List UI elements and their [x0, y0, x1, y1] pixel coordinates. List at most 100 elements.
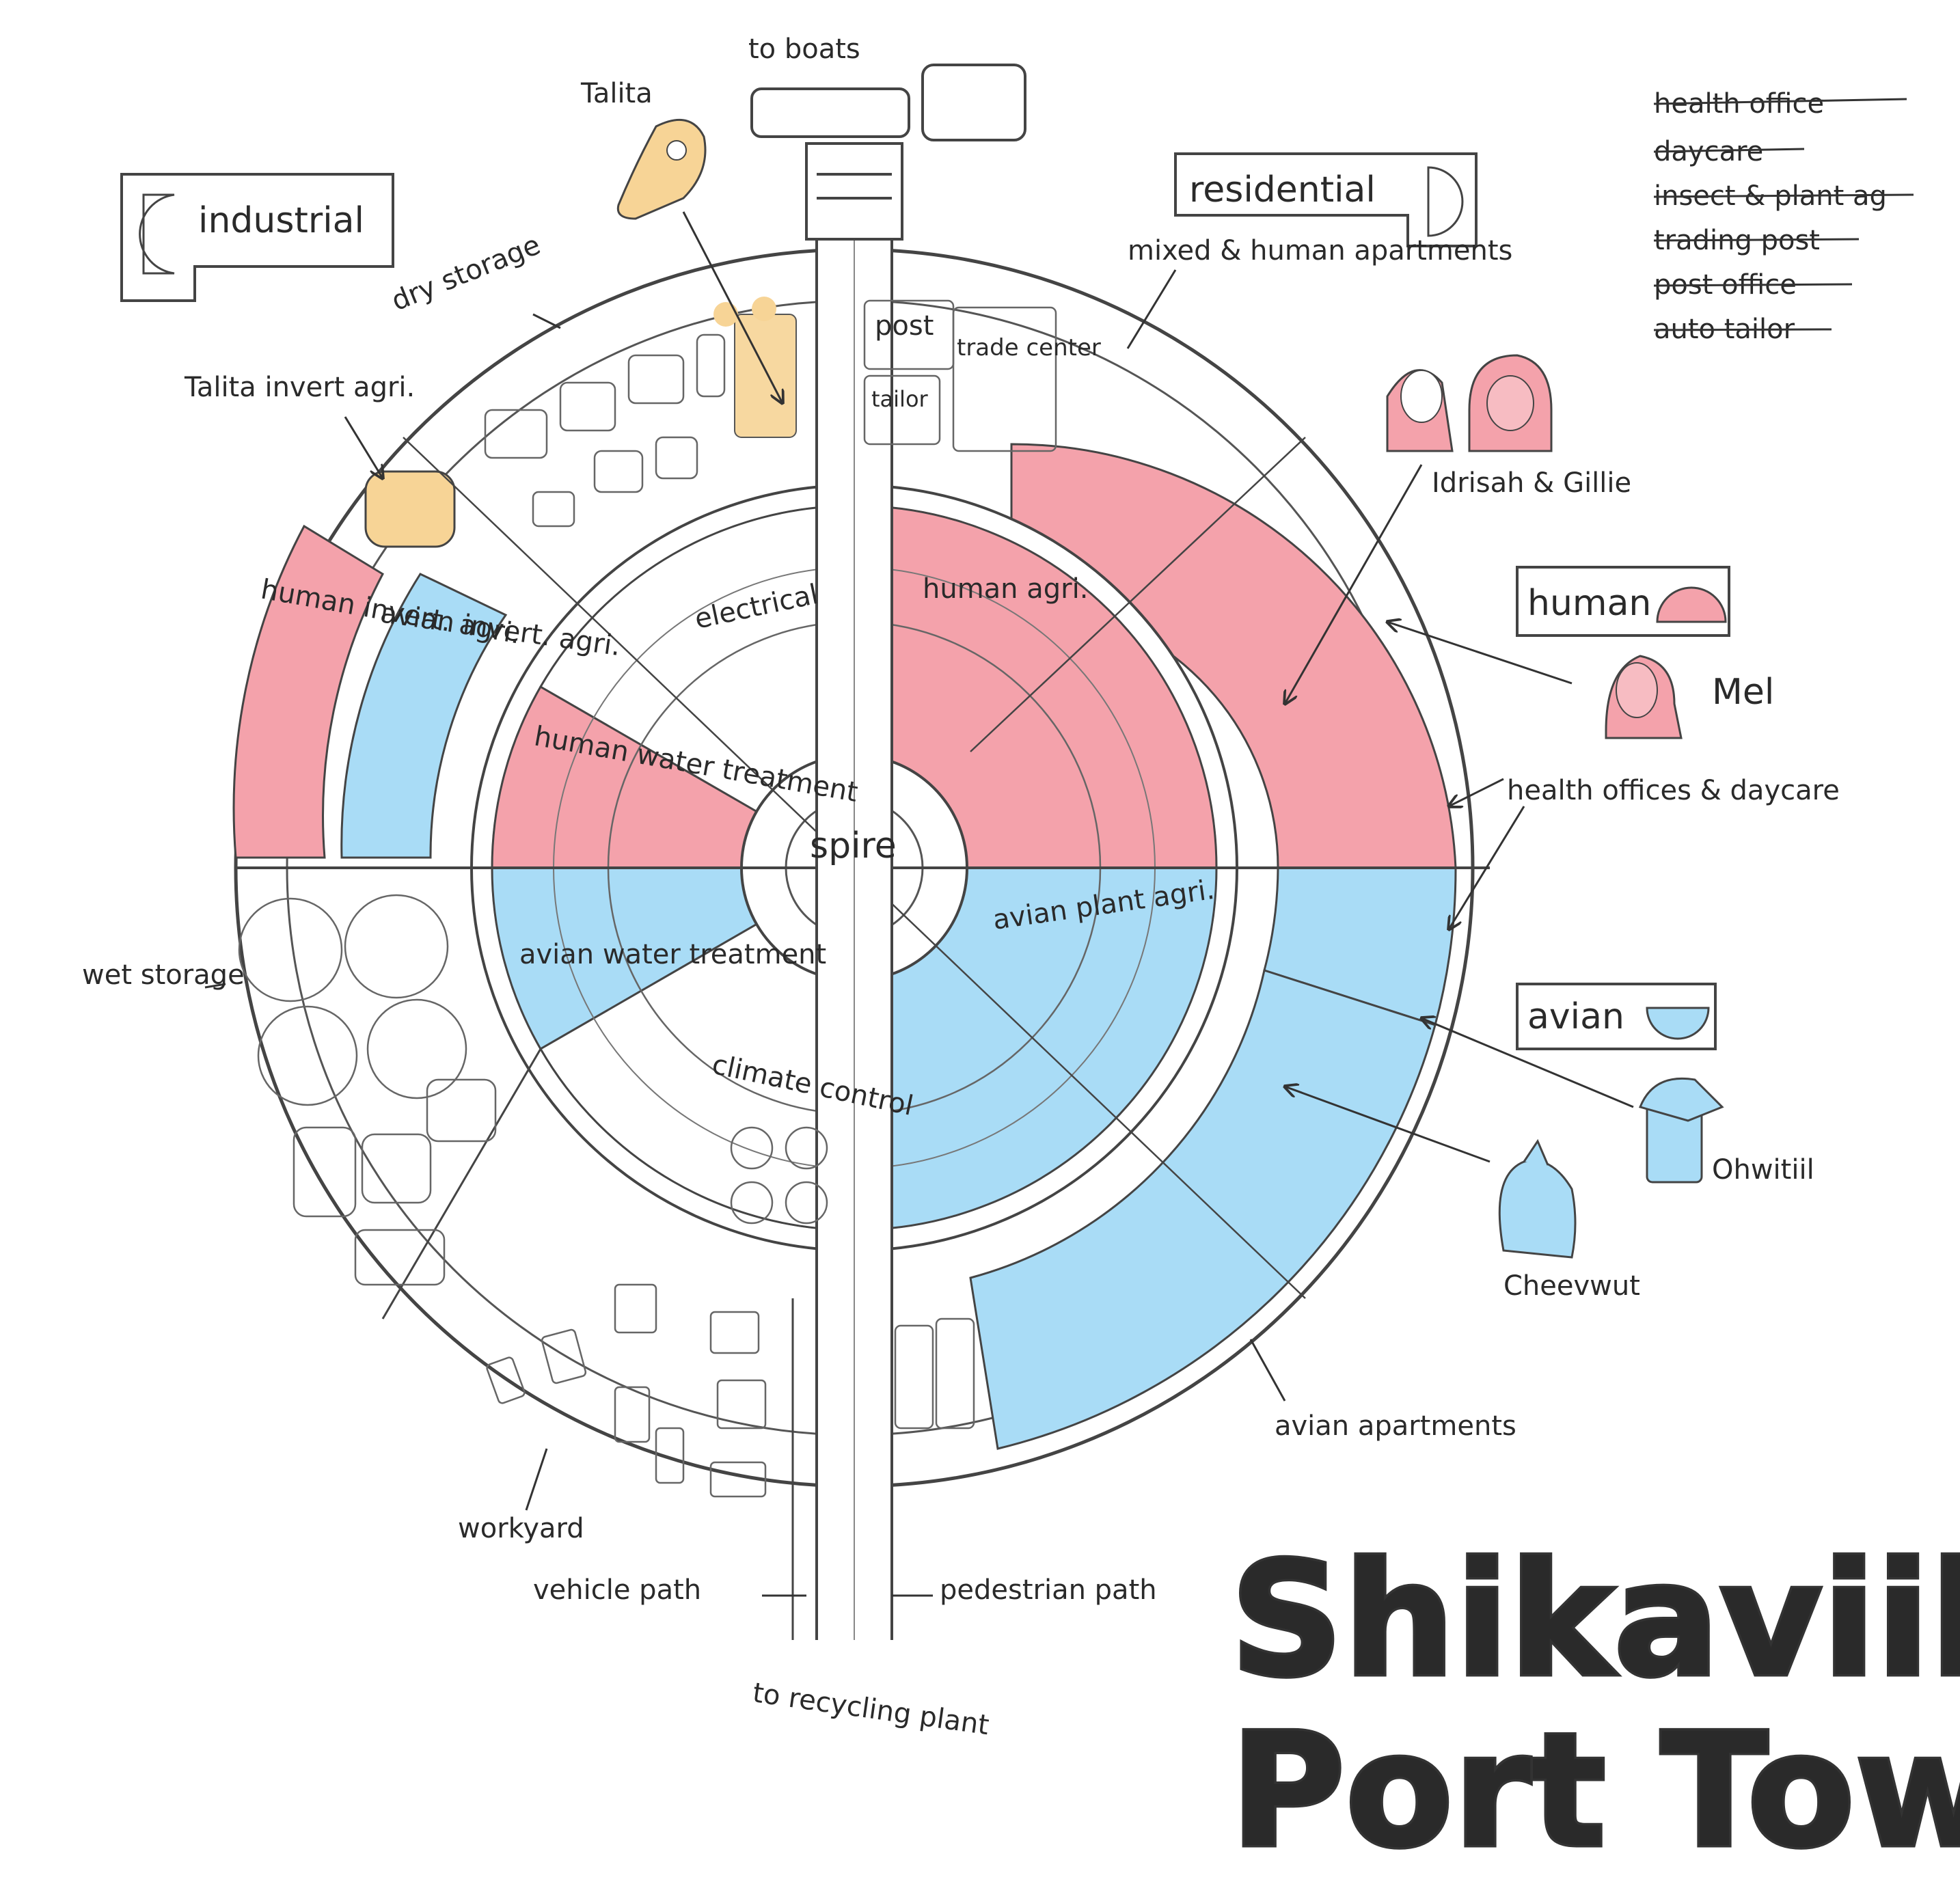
mixed-apartments-leader [1126, 269, 1177, 349]
wet-storage-tank [344, 894, 449, 999]
tailor-label: tailor [871, 386, 929, 412]
avian-apartments-label: avian apartments [1275, 1410, 1516, 1442]
title-line-2: Port Town [1230, 1700, 1960, 1883]
avian-apartments-leader [1249, 1339, 1286, 1402]
avian-apartment-unit [894, 1324, 934, 1430]
dry-storage-leader [532, 313, 561, 329]
industrial-legend-box [120, 173, 394, 302]
mixed-human-apartments-label: mixed & human apartments [1128, 235, 1512, 266]
workyard-vehicle [655, 1427, 685, 1484]
wet-storage-block [354, 1229, 446, 1286]
struck-checklist: health office daycare insect & plant ag … [1653, 88, 1914, 345]
human-legend-label: human [1527, 583, 1651, 624]
trade-center-label: trade center [957, 334, 1101, 361]
to-recycling-plant-label: to recycling plant [751, 1677, 991, 1741]
residential-legend-label: residential [1189, 169, 1376, 210]
boat-dock [921, 64, 1026, 141]
dry-storage-block [532, 491, 575, 528]
mel-arrow [1387, 622, 1573, 685]
post-label: post [875, 310, 934, 342]
ohwitiil-arrow [1421, 1018, 1634, 1108]
health-offices-arrow [1449, 778, 1504, 806]
workyard-vehicle [614, 1386, 651, 1443]
dry-storage-block [696, 333, 726, 398]
avian-apartments-block [969, 969, 1437, 1450]
talita-arrow [682, 211, 782, 403]
pedestrian-path-label: pedestrian path [940, 1574, 1157, 1606]
climate-control-unit [785, 1181, 828, 1225]
climate-control-unit [785, 1126, 828, 1170]
wet-storage-label: wet storage [82, 959, 245, 991]
dry-storage-block [484, 409, 548, 459]
avian-invert-agri-block [340, 573, 508, 859]
dry-storage-block [559, 381, 616, 432]
talita-plot-dot [713, 302, 738, 327]
human-color-swatch [1656, 586, 1727, 623]
trade-center-building [952, 306, 1057, 452]
climate-control-unit [730, 1126, 774, 1170]
gillie-portrait [1468, 354, 1553, 452]
vehicle-path-label: vehicle path [533, 1574, 701, 1606]
talita-label: Talita [580, 78, 653, 109]
talita-portrait [616, 118, 707, 220]
mel-label: Mel [1712, 672, 1774, 713]
wet-storage-tank [366, 998, 467, 1099]
dry-storage-label: dry storage [387, 229, 545, 317]
talita-invert-agri-label: Talita invert agri. [184, 372, 415, 403]
wet-storage-tank [238, 897, 343, 1002]
industrial-legend-icon [139, 193, 175, 275]
dry-storage-block [627, 354, 685, 405]
wet-storage-block [426, 1078, 497, 1143]
to-boats-label: to boats [748, 33, 860, 65]
idrisah-gillie-label: Idrisah & Gillie [1432, 467, 1631, 499]
ohwitiil-portrait [1638, 1077, 1724, 1184]
pier-stem [805, 142, 903, 241]
avian-color-swatch [1646, 1007, 1710, 1040]
title-line-1: Shikaviil [1230, 1529, 1960, 1712]
strike-line [1653, 238, 1860, 242]
workyard-label: workyard [458, 1513, 584, 1544]
human-agri-sector [853, 504, 1218, 869]
climate-control-sector [539, 866, 856, 1231]
workyard-vehicle [709, 1461, 767, 1498]
spire-label: spire [810, 825, 897, 866]
electrical-sector [539, 504, 856, 870]
wet-storage-block [361, 1133, 432, 1204]
residential-legend-icon [1427, 166, 1464, 237]
workyard-vehicle [541, 1328, 587, 1384]
spire-spoke [970, 437, 1306, 752]
cheevwut-label: Cheevwut [1503, 1270, 1640, 1302]
residential-legend-box [1174, 152, 1478, 247]
strike-line [1653, 283, 1853, 287]
workyard-vehicle [716, 1379, 767, 1430]
industrial-legend-label: industrial [198, 200, 364, 241]
strike-line [1653, 193, 1914, 198]
workyard-vehicle [709, 1311, 760, 1354]
cheevwut-arrow [1285, 1086, 1491, 1163]
human-invert-agri-block [232, 524, 384, 859]
talita-plot-marker [734, 314, 797, 438]
wet-storage-tank [257, 1005, 358, 1106]
tailor-building [863, 374, 941, 446]
wet-storage-leader [204, 983, 226, 989]
avian-legend-label: avian [1527, 996, 1624, 1037]
strike-line [1653, 98, 1907, 105]
ohwitiil-label: Ohwitiil [1712, 1154, 1814, 1186]
climate-control-unit [730, 1181, 774, 1225]
dry-storage-block [593, 450, 644, 493]
workyard-divider [381, 1048, 542, 1320]
mel-portrait [1605, 655, 1683, 739]
workyard-leader [525, 1448, 548, 1511]
avian-plant-agri-sector [853, 866, 1218, 1231]
strike-line [1653, 148, 1805, 153]
talita-invert-agri-leader [344, 416, 383, 478]
talita-plot-dot [752, 297, 776, 321]
avian-apartment-unit [935, 1317, 975, 1430]
pier-head [750, 87, 910, 138]
wet-storage-block [292, 1126, 357, 1218]
workyard-vehicle [486, 1356, 526, 1404]
health-offices-arrow [1449, 806, 1525, 929]
idrisah-gillie-arrow [1285, 464, 1423, 704]
workyard-vehicle [614, 1283, 657, 1334]
